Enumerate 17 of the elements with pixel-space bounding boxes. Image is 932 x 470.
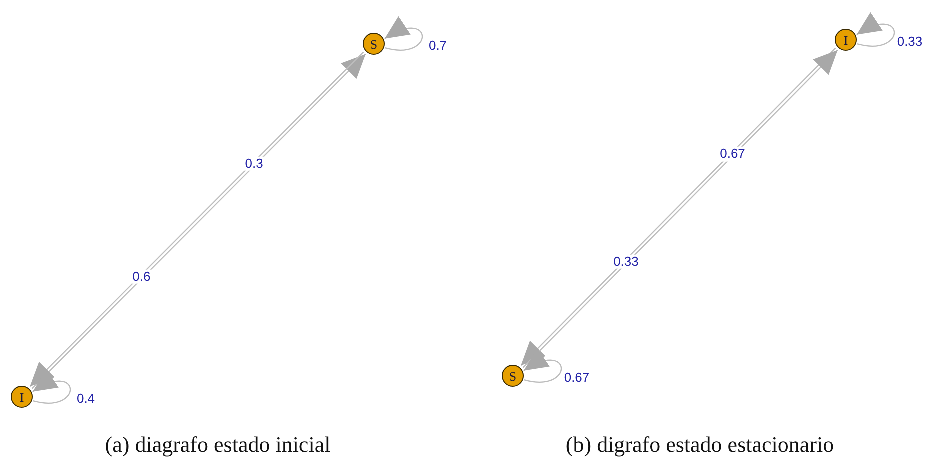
arrow (384, 17, 423, 51)
edge-label: 0.6 (132, 270, 152, 284)
caption: (a) diagrafo estado inicial (105, 432, 331, 458)
state-circle: I (11, 386, 33, 408)
state-circle: I (835, 29, 857, 51)
arrow (524, 349, 562, 383)
caption: (b) digrafo estado estacionario (566, 432, 834, 458)
edge-label: 0.3 (244, 156, 264, 172)
edge-label: 0.7 (428, 38, 448, 54)
edge-label: 0.33 (896, 34, 924, 50)
edge-label: 0.33 (612, 254, 640, 269)
state-circle: S (502, 365, 524, 387)
state-circle: S (363, 33, 385, 55)
edge-label: 0.67 (719, 147, 746, 162)
edge-label: 0.4 (76, 392, 96, 406)
edge-label: 0.67 (563, 370, 591, 386)
arrow (856, 13, 895, 47)
